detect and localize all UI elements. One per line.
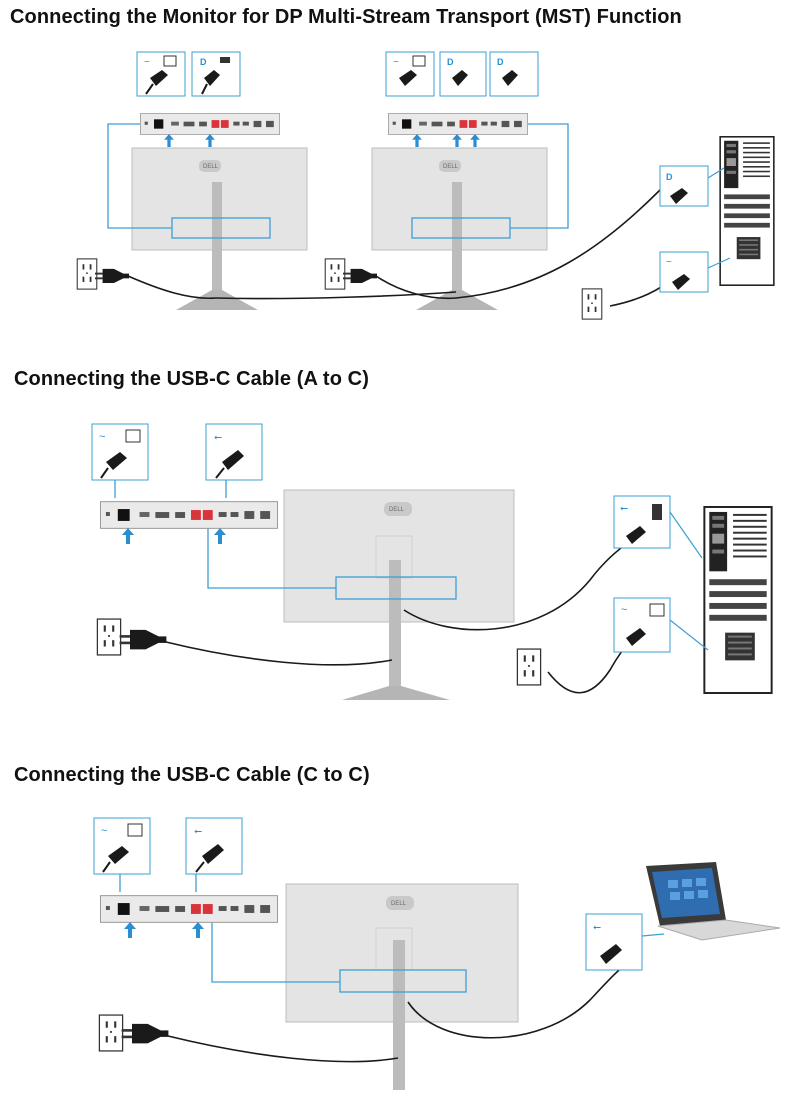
mst-connection-diagram: DELL DELL ~ D ~ [76,51,775,320]
computer-tower [719,136,775,286]
wall-outlet-icon [76,258,98,290]
wall-outlet-icon [516,648,542,686]
wall-outlet-icon [98,1014,124,1052]
power-plug-icon: ~ [659,251,709,293]
monitor: DELL [283,489,515,700]
power-plug-icon: ~ [613,597,671,653]
svg-text:D: D [666,172,673,182]
displayport-icon: D [489,51,539,97]
power-plug-icon: ~ [93,817,151,875]
section-title-mst: Connecting the Monitor for DP Multi-Stre… [10,6,682,28]
svg-text:⭠: ⭠ [593,922,601,933]
section-title-usbc-c-to-c: Connecting the USB-C Cable (C to C) [14,764,370,786]
usbc-c-to-c-diagram: DELL ~ ⭠ ⭠ [93,817,781,1090]
power-plug-icon: ~ [91,423,149,481]
usb-icon: ⭠ [585,913,643,971]
svg-text:DELL: DELL [391,901,407,907]
cables [127,189,677,307]
monitor-2: DELL [371,147,548,310]
svg-text:D: D [200,57,207,67]
laptop [646,862,781,941]
computer-tower [703,506,773,694]
monitor-1: DELL [131,147,308,310]
usb-icon: ⭠ [613,495,671,549]
displayport-icon: D [191,51,241,97]
cables [167,963,627,1063]
svg-text:DELL: DELL [443,164,459,170]
displayport-icon: D [439,51,487,97]
callout-lines [107,123,569,239]
wall-outlet-icon [96,618,122,656]
svg-text:DELL: DELL [203,164,219,170]
wall-outlet-icon [324,258,346,290]
svg-text:⭠: ⭠ [214,432,222,443]
svg-text:DELL: DELL [389,507,405,513]
svg-text:D: D [447,57,454,67]
svg-text:~: ~ [393,57,399,68]
svg-text:~: ~ [99,431,105,443]
svg-text:~: ~ [666,257,672,268]
svg-text:~: ~ [621,604,627,616]
svg-text:~: ~ [144,57,150,68]
wall-outlet-icon [581,288,603,320]
usb-icon: ⭠ [185,817,243,875]
svg-text:~: ~ [101,825,107,837]
usbc-a-to-c-diagram: DELL ~ ⭠ ⭠ ~ [91,423,773,700]
power-plug-icon: ~ [385,51,435,97]
monitor: DELL [285,883,519,1090]
power-plug-icon: ~ [136,51,186,97]
callout-lines [114,478,457,600]
usb-icon: ⭠ [205,423,263,481]
svg-text:⭠: ⭠ [194,826,202,837]
displayport-icon: D [659,165,709,207]
section-title-usbc-a-to-c: Connecting the USB-C Cable (A to C) [14,368,369,390]
svg-text:⭠: ⭠ [620,503,628,514]
svg-text:D: D [497,57,504,67]
callout-lines [119,870,467,993]
